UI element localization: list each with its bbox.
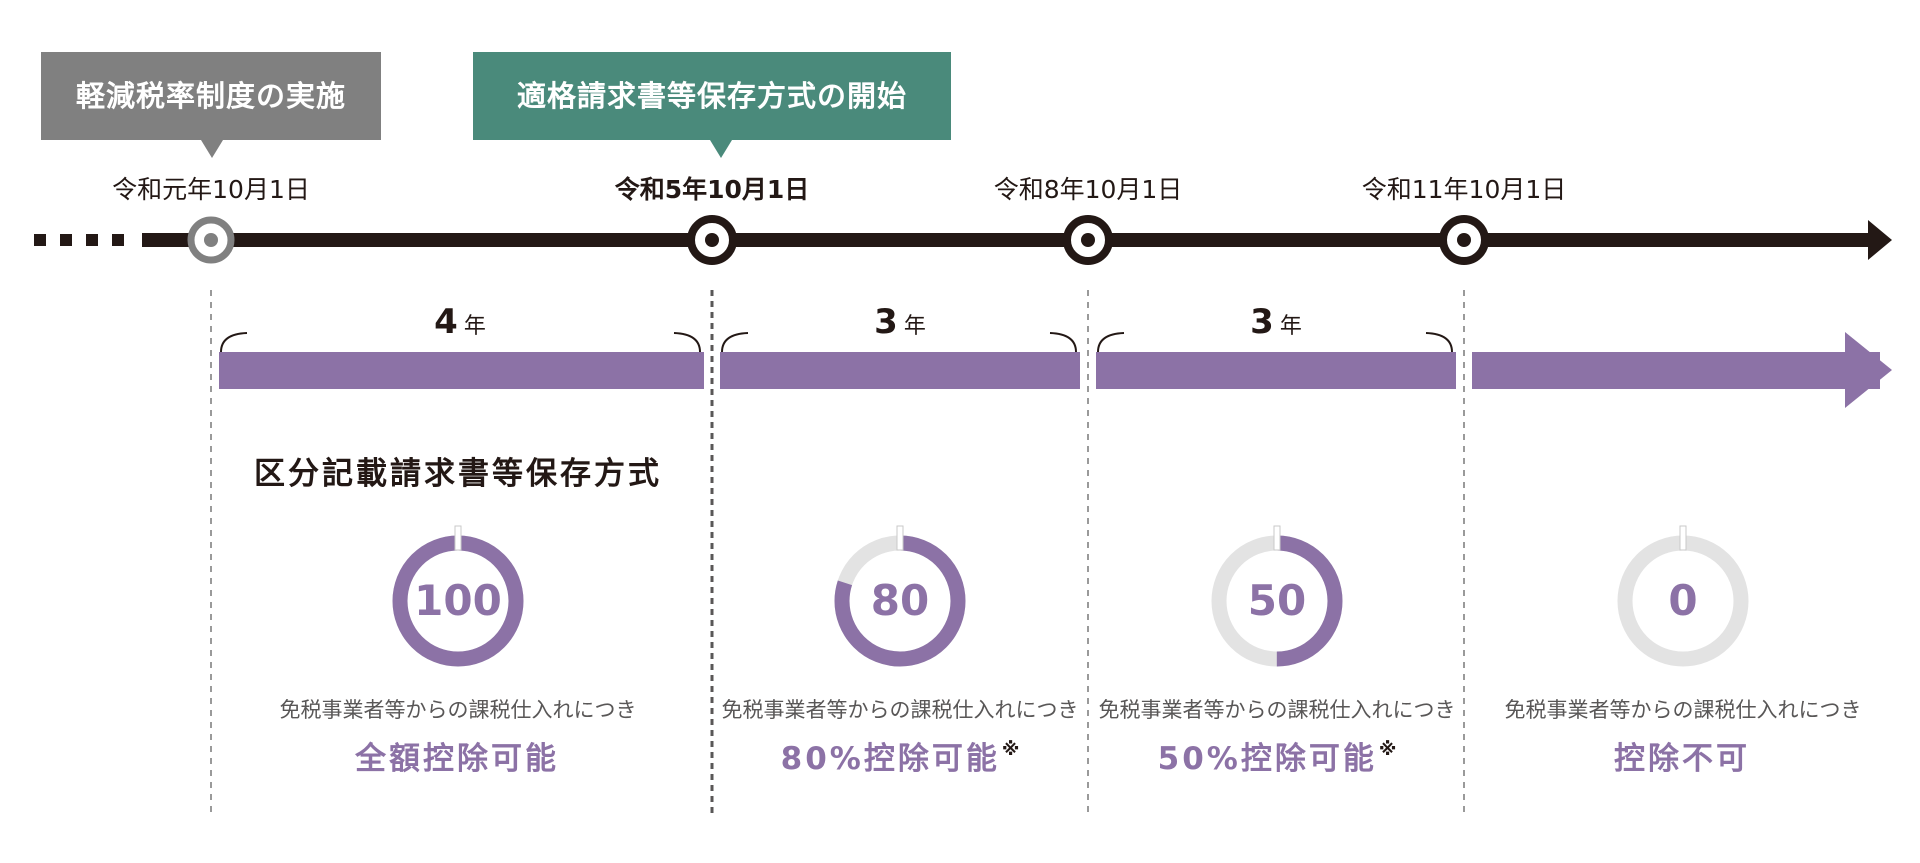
date-reiwa11: 令和11年10月1日: [1361, 175, 1567, 204]
donut-label-100: 100: [414, 576, 502, 625]
invoice-start-tag: 適格請求書等保存方式の開始: [473, 52, 951, 158]
result-text: 全額控除可能: [355, 741, 559, 777]
deduction-desc-4: 免税事業者等からの課税仕入れにつき: [1504, 698, 1862, 722]
result-text: 80%控除可能: [780, 741, 1000, 777]
deduction-result-1: 全額控除可能: [355, 733, 561, 778]
donut-charts: [392, 525, 1749, 667]
reduced-tax-tag: 軽減税率制度の実施: [41, 52, 381, 158]
period-unit: 年: [903, 314, 926, 339]
deduction-result-2: 80%控除可能※: [781, 733, 1020, 778]
period-bar-1: [219, 352, 704, 389]
marker-reiwa11: [1439, 215, 1489, 265]
date-reiwa1: 令和元年10月1日: [112, 175, 310, 204]
deduction-result-4: 控除不可: [1614, 733, 1752, 778]
deduction-result-3: 50%控除可能※: [1158, 733, 1397, 778]
period-bar-2: [720, 352, 1080, 389]
donut-start-tick: [1679, 525, 1687, 551]
result-note: ※: [1001, 739, 1020, 760]
donut-start-tick: [1273, 525, 1281, 551]
timeline-arrowhead: [1868, 220, 1892, 260]
date-reiwa8: 令和8年10月1日: [993, 175, 1183, 204]
period-bar-arrowtip: [1845, 332, 1892, 408]
donut-start-tick: [454, 525, 462, 551]
timeline-lead-dots: [34, 234, 124, 246]
deduction-desc-3: 免税事業者等からの課税仕入れにつき: [1098, 698, 1456, 722]
method-label: 区分記載請求書等保存方式: [254, 456, 662, 492]
donut-start-tick: [896, 525, 904, 551]
result-text: 控除不可: [1614, 741, 1750, 777]
marker-reiwa8: [1063, 215, 1113, 265]
donut-label-50: 50: [1247, 576, 1307, 625]
deduction-desc-2: 免税事業者等からの課税仕入れにつき: [721, 698, 1079, 722]
deduction-desc-1: 免税事業者等からの課税仕入れにつき: [279, 698, 637, 722]
period-number: 3: [874, 302, 898, 342]
period-number: 4: [434, 302, 458, 342]
result-text: 50%控除可能: [1157, 741, 1377, 777]
period-unit: 年: [463, 314, 486, 339]
donut-label-80: 80: [870, 576, 930, 625]
period-brackets: [220, 332, 1453, 353]
donut-label-0: 0: [1668, 576, 1698, 625]
result-note: ※: [1378, 739, 1397, 760]
period-unit: 年: [1279, 314, 1302, 339]
marker-reiwa5: [687, 215, 737, 265]
timeline-line: [142, 233, 1878, 247]
marker-reiwa1: [187, 216, 235, 264]
date-reiwa5: 令和5年10月1日: [614, 175, 810, 204]
period-number: 3: [1250, 302, 1274, 342]
period-bar-3: [1096, 352, 1456, 389]
period-bar-arrow: [1472, 332, 1892, 408]
